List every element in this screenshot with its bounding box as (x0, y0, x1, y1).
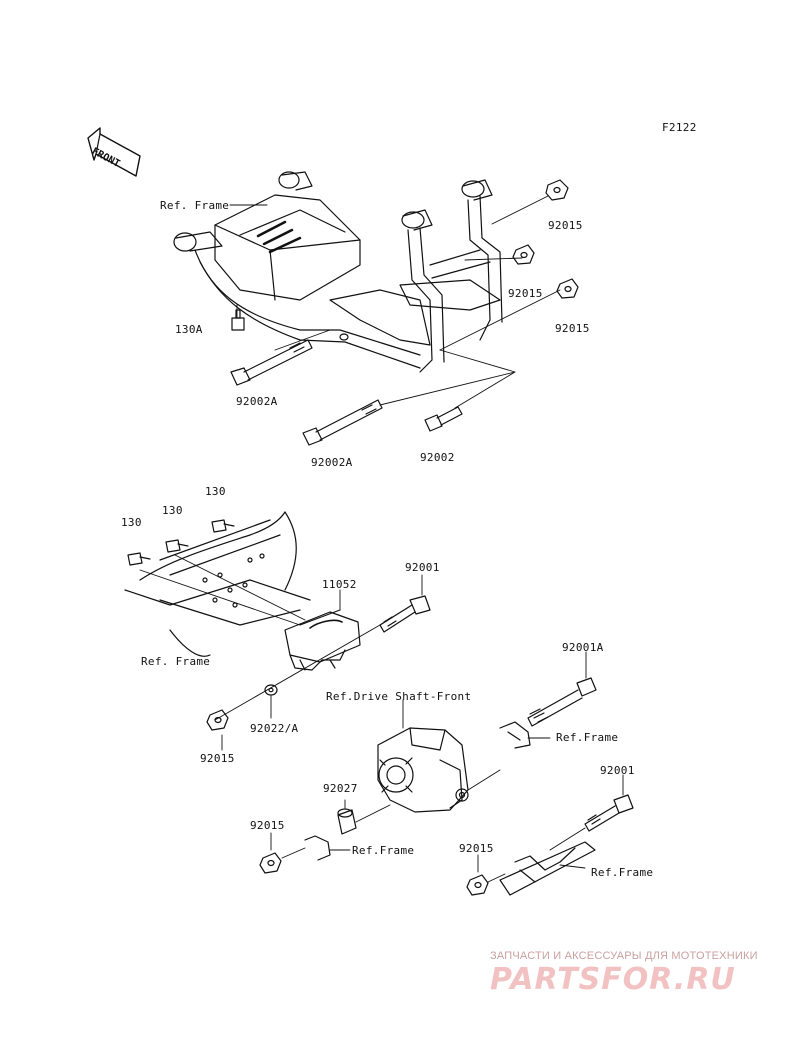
label-92015-a: 92015 (548, 219, 583, 232)
label-130A: 130A (175, 323, 203, 336)
bracket-11052 (284, 609, 361, 671)
label-ref-frame-right: Ref.Frame (556, 731, 619, 744)
frame-bracket-right (499, 721, 551, 749)
label-92015-e: 92015 (250, 819, 285, 832)
label-92001A: 92001A (562, 641, 604, 654)
label-92022A: 92022/A (250, 722, 299, 735)
watermark-tagline: ЗАПЧАСТИ И АКСЕССУАРЫ ДЛЯ МОТОТЕХНИКИ (490, 950, 758, 962)
label-92002A-a: 92002A (236, 395, 278, 408)
bolt-130-c (211, 519, 235, 533)
front-frame-assembly (173, 171, 503, 373)
label-92002A-b: 92002A (311, 456, 353, 469)
nut-92015-e (259, 832, 306, 874)
front-arrow-icon (87, 127, 141, 177)
label-92015-d: 92015 (200, 752, 235, 765)
leader-lines-top (229, 195, 561, 409)
label-92015-b: 92015 (508, 287, 543, 300)
watermark-logo: PARTSFOR.RU (490, 962, 736, 997)
bolt-92002A-a (230, 339, 313, 386)
label-92015-c: 92015 (555, 322, 590, 335)
bolt-92001A (527, 677, 597, 727)
frame-bracket-low (304, 835, 351, 861)
bolt-92001-b (549, 774, 634, 851)
label-130-c: 130 (205, 485, 226, 498)
label-11052: 11052 (322, 578, 357, 591)
nut-92015-a (545, 179, 569, 201)
bolt-130-b (165, 539, 189, 553)
label-ref-frame-mid: Ref. Frame (141, 655, 211, 668)
nut-92015-d (206, 709, 229, 731)
centerline-mid (214, 624, 381, 721)
diagram-code: F2122 (662, 121, 697, 134)
label-92027: 92027 (323, 782, 358, 795)
collar-92027 (337, 799, 391, 835)
label-92001-b: 92001 (600, 764, 635, 777)
nut-92015-b (512, 244, 535, 265)
nut-92015-f (466, 854, 506, 896)
front-differential (377, 699, 501, 813)
bolt-130-a (127, 552, 151, 566)
bolt-92002A-b (302, 399, 383, 446)
washer-92022A (264, 684, 278, 696)
label-130-b: 130 (162, 504, 183, 517)
label-130-a: 130 (121, 516, 142, 529)
nut-92015-c (556, 278, 579, 299)
label-ref-frame-lowright: Ref.Frame (591, 866, 654, 879)
label-92001-a: 92001 (405, 561, 440, 574)
label-ref-frame-top: Ref. Frame (160, 199, 230, 212)
bolt-92002 (424, 406, 463, 432)
frame-rail-low-right (499, 841, 596, 896)
bolt-92001-a (379, 595, 431, 633)
bolt-130A (231, 309, 245, 331)
label-ref-frame-low: Ref.Frame (352, 844, 415, 857)
label-ref-drive-shaft-front: Ref.Drive Shaft-Front (326, 690, 472, 703)
label-92002: 92002 (420, 451, 455, 464)
frame-section-mid (124, 511, 311, 657)
label-92015-f: 92015 (459, 842, 494, 855)
